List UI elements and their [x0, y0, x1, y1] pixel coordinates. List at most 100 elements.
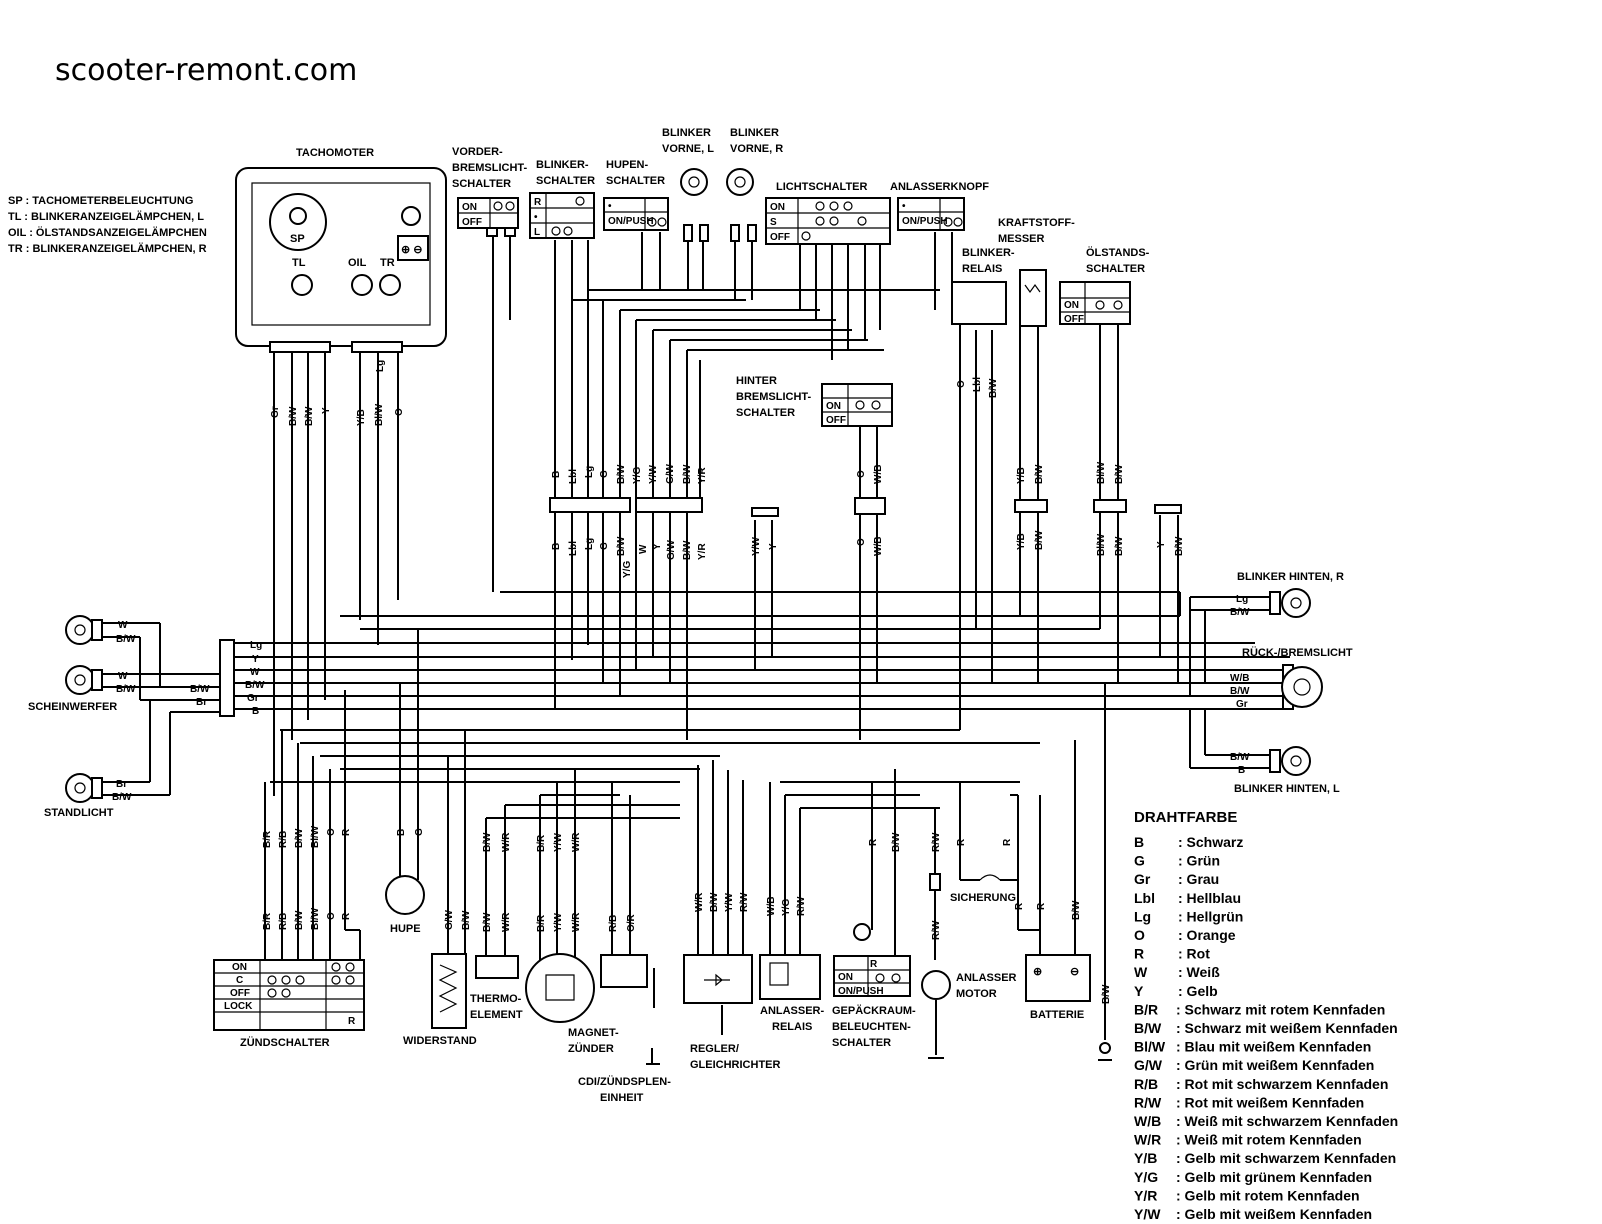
- svg-text:WIDERSTAND: WIDERSTAND: [403, 1035, 477, 1047]
- connector: [854, 497, 886, 515]
- abbreviation-legend: SP : TACHOMETERBELEUCHTUNG TL : BLINKERA…: [8, 195, 207, 255]
- svg-text:O: O: [856, 538, 867, 546]
- svg-text:ZÜNDER: ZÜNDER: [568, 1042, 614, 1055]
- svg-text:B/W: B/W: [304, 406, 315, 426]
- rear-brake-switch: HINTER BREMSLICHT- SCHALTER ON OFF: [736, 375, 893, 427]
- svg-text:•: •: [902, 201, 906, 212]
- legend-desc: : Gelb mit weißem Kennfaden: [1176, 1206, 1372, 1222]
- svg-text:B: B: [1238, 765, 1245, 776]
- svg-text:Y/W: Y/W: [648, 465, 659, 484]
- svg-text:GEPÄCKRAUM-: GEPÄCKRAUM-: [832, 1004, 916, 1017]
- position-light: STANDLICHT: [44, 773, 114, 819]
- legend-desc: : Rot: [1178, 946, 1210, 962]
- svg-text:OFF: OFF: [1064, 314, 1084, 325]
- svg-text:Y/W: Y/W: [553, 833, 564, 852]
- legend-desc: : Blau mit weißem Kennfaden: [1176, 1039, 1371, 1055]
- svg-text:B/W: B/W: [245, 680, 265, 691]
- connector: [751, 507, 779, 517]
- svg-text:Y/G: Y/G: [781, 899, 792, 916]
- front-turn-right: BLINKER VORNE, R: [726, 127, 783, 242]
- svg-text:B/W: B/W: [682, 540, 693, 560]
- legend-code: Y/B: [1134, 1150, 1157, 1166]
- legend-code: R: [1134, 946, 1144, 962]
- svg-text:OFF: OFF: [770, 232, 790, 243]
- tach-connector: [269, 341, 331, 353]
- horn: HUPE: [385, 875, 425, 935]
- svg-text:G/W: G/W: [665, 463, 676, 484]
- starter-relay: ANLASSER- RELAIS: [759, 954, 825, 1033]
- svg-text:BLINKER-: BLINKER-: [536, 159, 589, 171]
- svg-text:KRAFTSTOFF-: KRAFTSTOFF-: [998, 217, 1075, 229]
- svg-text:O/R: O/R: [626, 913, 637, 932]
- svg-text:Bl/W: Bl/W: [1096, 461, 1107, 484]
- front-turn-left: BLINKER VORNE, L: [662, 127, 714, 242]
- svg-text:R: R: [1002, 838, 1013, 846]
- connector: [635, 497, 703, 513]
- svg-text:B/W: B/W: [482, 832, 493, 852]
- legend-code: B/R: [1134, 1001, 1158, 1017]
- svg-text:Y/G: Y/G: [632, 467, 643, 484]
- legend-code: Lbl: [1134, 890, 1155, 906]
- harness-connectors: [219, 497, 1182, 717]
- rear-turn-left: BLINKER HINTEN, L: [1234, 746, 1340, 795]
- svg-text:ON: ON: [462, 202, 477, 213]
- abbr-line: OIL : ÖLSTANDSANZEIGELÄMPCHEN: [8, 226, 207, 239]
- legend-title: DRAHTFARBE: [1134, 809, 1237, 826]
- tl-label: TL: [292, 257, 306, 269]
- svg-text:R: R: [1036, 902, 1047, 910]
- svg-text:ON: ON: [770, 202, 785, 213]
- regulator-rectifier: REGLER/ GLEICHRICHTER: [683, 954, 781, 1071]
- connector: [549, 497, 631, 513]
- svg-text:R: R: [870, 959, 878, 970]
- svg-text:W: W: [118, 671, 128, 682]
- svg-text:B/W: B/W: [190, 684, 210, 695]
- legend-desc: : Grün mit weißem Kennfaden: [1176, 1057, 1374, 1073]
- ground-icon: [1099, 1042, 1111, 1054]
- svg-text:B/R: B/R: [262, 830, 273, 848]
- svg-text:B/W: B/W: [682, 464, 693, 484]
- svg-text:RELAIS: RELAIS: [962, 263, 1002, 275]
- tach-connector: [351, 341, 403, 353]
- svg-text:B/W: B/W: [482, 912, 493, 932]
- svg-text:L: L: [534, 227, 540, 238]
- svg-text:HUPE: HUPE: [390, 923, 421, 935]
- svg-text:W/R: W/R: [694, 892, 705, 912]
- svg-text:Y/W: Y/W: [724, 893, 735, 912]
- oil-level-switch: ÖLSTANDS- SCHALTER ON OFF: [1059, 246, 1150, 325]
- svg-text:G: G: [414, 828, 425, 836]
- wires: [100, 232, 1290, 1040]
- svg-text:B/R: B/R: [536, 914, 547, 932]
- legend-code: Lg: [1134, 908, 1151, 924]
- svg-text:THERMO-: THERMO-: [470, 993, 522, 1005]
- legend-code: R/B: [1134, 1076, 1158, 1092]
- svg-text:O: O: [326, 912, 337, 920]
- svg-text:Y/R: Y/R: [697, 467, 708, 484]
- svg-text:Bl/W: Bl/W: [310, 907, 321, 930]
- svg-text:B/W: B/W: [1230, 686, 1250, 697]
- svg-text:B/W: B/W: [1071, 900, 1082, 920]
- svg-text:•: •: [534, 212, 538, 223]
- battery: ⊕ ⊖ BATTERIE: [1025, 954, 1091, 1021]
- svg-text:B/W: B/W: [1114, 536, 1125, 556]
- headlight: SCHEINWERFER: [28, 615, 117, 713]
- svg-text:B/W: B/W: [112, 792, 132, 803]
- svg-text:Y: Y: [652, 543, 663, 550]
- svg-text:OFF: OFF: [826, 415, 846, 426]
- connector: [1093, 499, 1127, 513]
- svg-text:G/W: G/W: [666, 539, 677, 560]
- svg-text:G/W: G/W: [444, 909, 455, 930]
- svg-text:EINHEIT: EINHEIT: [600, 1092, 644, 1104]
- svg-text:HUPEN-: HUPEN-: [606, 159, 649, 171]
- svg-text:⊕ ⊖: ⊕ ⊖: [401, 244, 423, 256]
- svg-text:W/R: W/R: [501, 912, 512, 932]
- svg-text:B/W: B/W: [1034, 530, 1045, 550]
- legend-code: W: [1134, 964, 1148, 980]
- headlight-connector: [219, 639, 235, 717]
- svg-text:BREMSLICHT-: BREMSLICHT-: [736, 391, 812, 403]
- svg-text:MESSER: MESSER: [998, 233, 1045, 245]
- svg-text:SCHALTER: SCHALTER: [536, 175, 595, 187]
- svg-text:B/W: B/W: [288, 406, 299, 426]
- legend-desc: : Hellblau: [1178, 890, 1241, 906]
- legend-desc: : Orange: [1178, 927, 1236, 943]
- svg-text:Lg: Lg: [584, 466, 595, 478]
